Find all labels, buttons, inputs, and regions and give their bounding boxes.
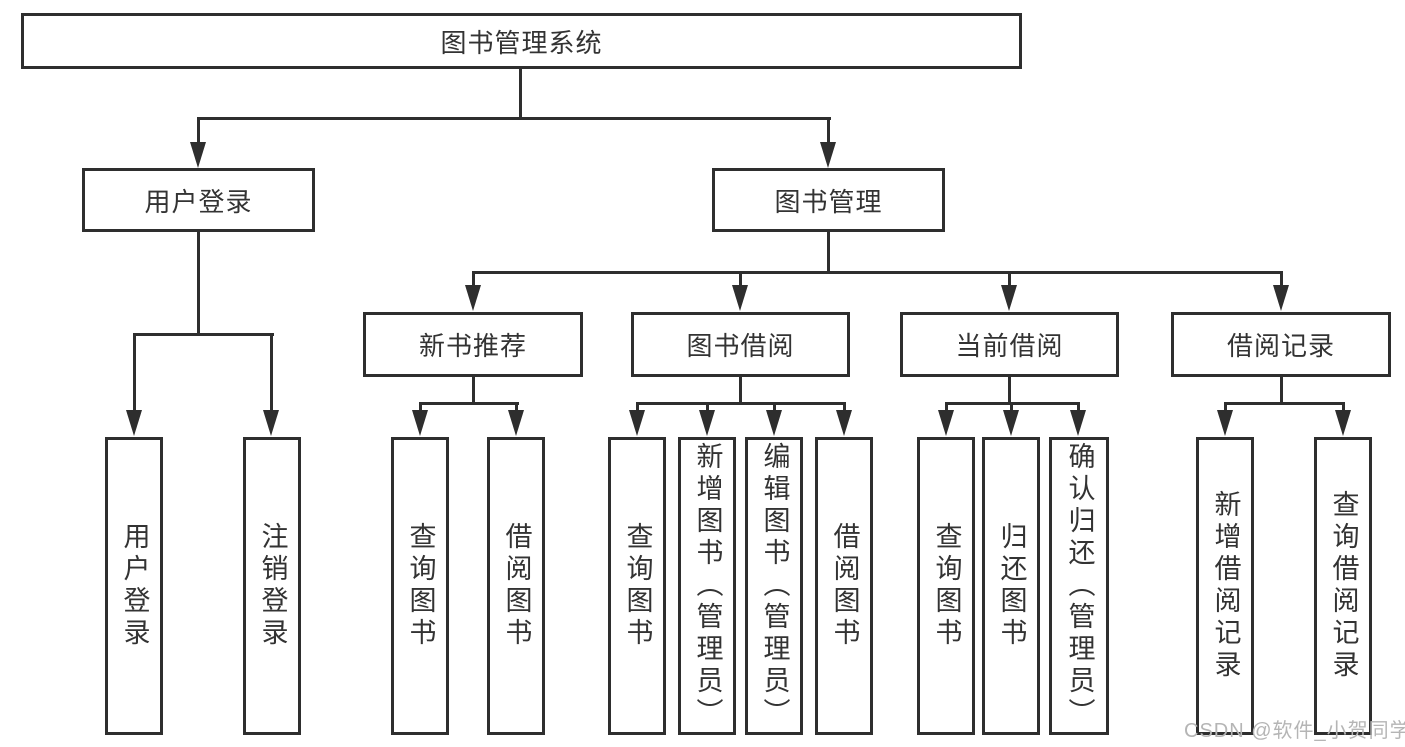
- arrow-down-icon: [190, 142, 206, 168]
- node-user-login-label: 用户登录: [144, 186, 253, 217]
- connector-drop-current-borrow: [1008, 271, 1011, 288]
- connector-drop: [515, 402, 518, 412]
- connector-drop-leaf-logout: [270, 333, 273, 412]
- arrow-down-icon: [820, 142, 836, 168]
- connector-book-borrow-stem: [739, 377, 742, 404]
- leaf-query-borrow-record: 查询借阅记录: [1314, 437, 1372, 735]
- connector-root-bus: [197, 117, 831, 120]
- connector-current-borrow-stem: [1008, 377, 1011, 404]
- leaf-query-books-label: 查询图书: [622, 522, 653, 650]
- connector-borrow-records-bus: [1224, 402, 1345, 405]
- node-book-borrow-label: 图书借阅: [686, 331, 795, 361]
- leaf-borrow-books-label: 借阅图书: [829, 522, 860, 650]
- connector-user-login-bus: [133, 333, 274, 336]
- node-current-borrow: 当前借阅: [900, 312, 1119, 377]
- node-book-borrow: 图书借阅: [631, 312, 850, 377]
- leaf-user-login-label: 用户登录: [119, 522, 150, 650]
- connector-drop-user-login: [197, 117, 200, 145]
- node-root-label: 图书管理系统: [440, 27, 603, 58]
- arrow-down-icon: [766, 410, 782, 436]
- leaf-logout: 注销登录: [243, 437, 301, 735]
- arrow-down-icon: [1273, 285, 1289, 311]
- connector-drop: [419, 402, 422, 412]
- connector-drop: [1342, 402, 1345, 412]
- leaf-borrow-books: 借阅图书: [815, 437, 873, 735]
- leaf-add-book-admin: 新增图书（管理员）: [678, 437, 736, 735]
- arrow-down-icon: [699, 410, 715, 436]
- node-new-book-recommend-label: 新书推荐: [418, 331, 527, 361]
- leaf-borrow-books-recommend: 借阅图书: [487, 437, 545, 735]
- arrow-down-icon: [508, 410, 524, 436]
- connector-drop: [1224, 402, 1227, 412]
- connector-drop: [945, 402, 948, 412]
- arrow-down-icon: [732, 285, 748, 311]
- leaf-return-book-label: 归还图书: [996, 522, 1027, 650]
- leaf-add-book-admin-label: 新增图书（管理员）: [692, 442, 723, 730]
- leaf-edit-book-admin-label: 编辑图书（管理员）: [759, 442, 790, 730]
- arrow-down-icon: [1003, 410, 1019, 436]
- node-new-book-recommend: 新书推荐: [363, 312, 583, 377]
- leaf-query-books-borrow: 查询图书: [608, 437, 666, 735]
- arrow-down-icon: [126, 410, 142, 436]
- leaf-logout-label: 注销登录: [257, 522, 288, 650]
- leaf-confirm-return-admin: 确认归还（管理员）: [1049, 437, 1109, 735]
- arrow-down-icon: [1335, 410, 1351, 436]
- leaf-query-books-label: 查询图书: [931, 522, 962, 650]
- leaf-user-login: 用户登录: [105, 437, 163, 735]
- arrow-down-icon: [1217, 410, 1233, 436]
- leaf-return-book: 归还图书: [982, 437, 1040, 735]
- connector-drop: [843, 402, 846, 412]
- connector-drop-book-borrow: [739, 271, 742, 288]
- connector-book-management-bus: [472, 271, 1283, 274]
- node-current-borrow-label: 当前借阅: [955, 331, 1064, 361]
- arrow-down-icon: [1070, 410, 1086, 436]
- connector-drop: [773, 402, 776, 412]
- connector-drop: [1077, 402, 1080, 412]
- arrow-down-icon: [465, 285, 481, 311]
- connector-drop-borrow-records: [1280, 271, 1283, 288]
- connector-drop-new-book: [472, 271, 475, 288]
- arrow-down-icon: [836, 410, 852, 436]
- leaf-confirm-return-admin-label: 确认归还（管理员）: [1064, 442, 1095, 730]
- node-user-login: 用户登录: [82, 168, 315, 232]
- connector-book-borrow-bus: [636, 402, 846, 405]
- arrow-down-icon: [629, 410, 645, 436]
- csdn-watermark: CSDN @软件_小贺同学: [1184, 720, 1405, 742]
- connector-new-book-stem: [472, 377, 475, 404]
- connector-drop: [1010, 402, 1013, 412]
- arrow-down-icon: [412, 410, 428, 436]
- node-borrow-records-label: 借阅记录: [1226, 331, 1335, 361]
- leaf-borrow-books-label: 借阅图书: [501, 522, 532, 650]
- connector-borrow-records-stem: [1280, 377, 1283, 404]
- arrow-down-icon: [938, 410, 954, 436]
- node-borrow-records: 借阅记录: [1171, 312, 1391, 377]
- node-book-management-label: 图书管理: [774, 186, 883, 217]
- leaf-query-books-recommend: 查询图书: [391, 437, 449, 735]
- arrow-down-icon: [1001, 285, 1017, 311]
- connector-new-book-bus: [419, 402, 519, 405]
- leaf-edit-book-admin: 编辑图书（管理员）: [745, 437, 803, 735]
- connector-book-management-stem: [827, 232, 830, 274]
- leaf-add-borrow-record-label: 新增借阅记录: [1210, 490, 1241, 682]
- connector-drop-book-management: [827, 117, 830, 145]
- connector-user-login-stem: [197, 232, 200, 336]
- connector-drop: [636, 402, 639, 412]
- connector-root-stem: [519, 67, 522, 119]
- leaf-add-borrow-record: 新增借阅记录: [1196, 437, 1254, 735]
- leaf-query-books-label: 查询图书: [405, 522, 436, 650]
- leaf-query-books-current: 查询图书: [917, 437, 975, 735]
- connector-drop: [706, 402, 709, 412]
- node-book-management: 图书管理: [712, 168, 945, 232]
- leaf-query-borrow-record-label: 查询借阅记录: [1328, 490, 1359, 682]
- connector-drop-leaf-user-login: [133, 333, 136, 412]
- node-root-library-management-system: 图书管理系统: [21, 13, 1022, 69]
- arrow-down-icon: [263, 410, 279, 436]
